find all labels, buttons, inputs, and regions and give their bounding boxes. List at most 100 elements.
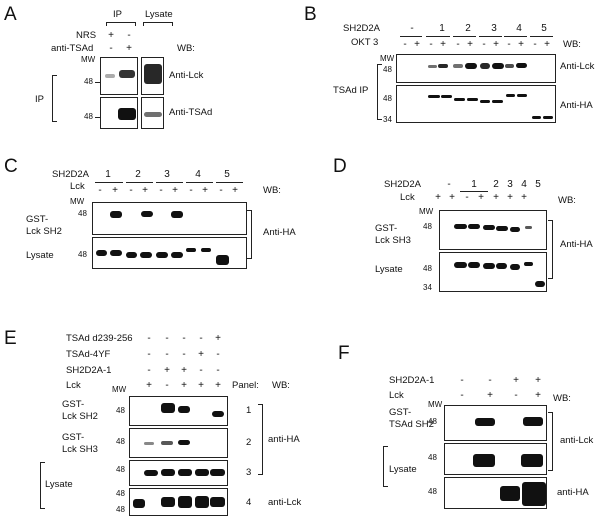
panel-c-lck-sign: + bbox=[232, 185, 238, 196]
panel-b-marker: 34 bbox=[383, 115, 392, 124]
panel-a-sign: + bbox=[108, 30, 114, 41]
panel-c-lck-sign: - bbox=[159, 185, 163, 196]
panel-d-lane: - bbox=[447, 179, 451, 190]
panel-a-mw: MW bbox=[81, 55, 96, 64]
panel-c-lane: 5 bbox=[224, 169, 230, 180]
panel-c-gst-line1: GST- bbox=[26, 214, 49, 225]
panel-d-lck-label: Lck bbox=[400, 192, 415, 203]
panel-e-sign: - bbox=[147, 349, 151, 360]
panel-a-blot-lysate-lck bbox=[141, 57, 164, 95]
panel-e-sign: - bbox=[147, 333, 151, 344]
panel-b-okt3-sign: - bbox=[507, 39, 511, 50]
panel-d-lck-sign: + bbox=[521, 192, 527, 203]
panel-e-gst-sh2-line1: GST- bbox=[62, 399, 85, 410]
panel-d-blot-gst bbox=[439, 210, 547, 250]
panel-e-panel-number: 1 bbox=[246, 405, 252, 416]
panel-b-sh2d2a-label: SH2D2A bbox=[343, 23, 380, 34]
panel-d-marker: 48 bbox=[423, 222, 432, 231]
panel-e-sign: + bbox=[215, 333, 221, 344]
panel-b-wb: WB: bbox=[563, 39, 581, 50]
panel-b-okt3-sign: + bbox=[518, 39, 524, 50]
panel-e-gst-sh2-line2: Lck SH2 bbox=[62, 411, 98, 422]
panel-e-sign: - bbox=[165, 380, 169, 391]
panel-d-antibody: Anti-HA bbox=[560, 239, 593, 250]
panel-c-lane: 2 bbox=[135, 169, 141, 180]
panel-e-sign: - bbox=[165, 349, 169, 360]
panel-b-okt3-sign: + bbox=[414, 39, 420, 50]
panel-b-lane: - bbox=[410, 23, 414, 34]
panel-b-okt3-sign: - bbox=[482, 39, 486, 50]
panel-b-okt3-sign: + bbox=[467, 39, 473, 50]
panel-f-antibody-lck: anti-Lck bbox=[560, 435, 594, 446]
panel-d-lck-sign: + bbox=[493, 192, 499, 203]
panel-b-marker: 48 bbox=[383, 94, 392, 103]
panel-e-sign: - bbox=[199, 333, 203, 344]
panel-f-marker: 48 bbox=[428, 487, 437, 496]
panel-e-row-label: TSAd d239-256 bbox=[66, 333, 133, 344]
panel-b-okt3-sign: + bbox=[493, 39, 499, 50]
panel-e-sign: - bbox=[182, 333, 186, 344]
panel-b-blot-label-lck: Anti-Lck bbox=[560, 61, 595, 72]
panel-b-blot-ha bbox=[396, 85, 556, 123]
panel-b-lane: 3 bbox=[491, 23, 497, 34]
panel-d-gst-line1: GST- bbox=[375, 223, 398, 234]
panel-e-sign: + bbox=[198, 380, 204, 391]
panel-c-lck-sign: + bbox=[112, 185, 118, 196]
panel-e-row-label: TSAd-4YF bbox=[66, 349, 111, 360]
panel-f-mw: MW bbox=[428, 400, 443, 409]
panel-f-letter: F bbox=[338, 343, 350, 364]
panel-c-lck-sign: - bbox=[189, 185, 193, 196]
panel-e-panel-number: 3 bbox=[246, 467, 252, 478]
panel-e-marker: 48 bbox=[116, 437, 125, 446]
panel-d-lysate-label: Lysate bbox=[375, 264, 403, 275]
panel-f-sign: + bbox=[535, 390, 541, 401]
panel-c-wb: WB: bbox=[263, 185, 281, 196]
panel-c-blot-gst bbox=[92, 202, 247, 235]
panel-a-blot-label-lck: Anti-Lck bbox=[169, 70, 204, 81]
panel-d-marker: 48 bbox=[423, 264, 432, 273]
panel-d-lane: 3 bbox=[507, 179, 513, 190]
panel-a-row-anti-tsad: anti-TSAd bbox=[51, 43, 94, 54]
panel-e-blot-2 bbox=[129, 428, 228, 458]
panel-a-sign: - bbox=[127, 30, 131, 41]
panel-e-sign: - bbox=[199, 365, 203, 376]
panel-e-marker: 48 bbox=[116, 505, 125, 514]
panel-f-sign: - bbox=[460, 375, 464, 386]
panel-f-row-label: SH2D2A-1 bbox=[389, 375, 435, 386]
panel-e-sign: + bbox=[215, 380, 221, 391]
panel-e-sign: - bbox=[182, 349, 186, 360]
panel-f-gst-line2: TSAd SH2 bbox=[389, 419, 434, 430]
panel-c-sh2d2a-label: SH2D2A bbox=[52, 169, 89, 180]
panel-b-okt3-sign: + bbox=[440, 39, 446, 50]
panel-b-okt3-sign: - bbox=[429, 39, 433, 50]
panel-b-okt3-sign: - bbox=[533, 39, 537, 50]
panel-e-sign: + bbox=[164, 365, 170, 376]
panel-f-sign: - bbox=[514, 390, 518, 401]
panel-e-panel-number: 4 bbox=[246, 497, 252, 508]
panel-c-lck-sign: - bbox=[129, 185, 133, 196]
panel-f-sign: - bbox=[488, 375, 492, 386]
panel-d-lck-sign: + bbox=[449, 192, 455, 203]
panel-e-wb: WB: bbox=[272, 380, 290, 391]
panel-e-panel-number: 2 bbox=[246, 437, 252, 448]
panel-a-blot-lysate-tsad bbox=[141, 97, 164, 129]
panel-f-sign: + bbox=[513, 375, 519, 386]
panel-f-sign: + bbox=[535, 375, 541, 386]
panel-e-sign: + bbox=[181, 380, 187, 391]
panel-b-okt3-sign: - bbox=[403, 39, 407, 50]
panel-d-lane: 5 bbox=[535, 179, 541, 190]
panel-e-sign: - bbox=[147, 365, 151, 376]
panel-e-sign: - bbox=[165, 333, 169, 344]
panel-e-sign: - bbox=[216, 349, 220, 360]
panel-e-blot-3 bbox=[129, 460, 228, 486]
panel-e-letter: E bbox=[4, 328, 17, 349]
panel-b-marker: 48 bbox=[383, 65, 392, 74]
panel-a-header-ip: IP bbox=[113, 9, 122, 20]
panel-c-letter: C bbox=[4, 156, 18, 177]
panel-f-sign: + bbox=[487, 390, 493, 401]
panel-a-marker: 48 bbox=[84, 77, 93, 86]
panel-e-lysate-label: Lysate bbox=[45, 479, 73, 490]
panel-e-row-label: Lck bbox=[66, 380, 81, 391]
panel-e-sign: + bbox=[198, 349, 204, 360]
panel-f-blot-gst bbox=[444, 405, 547, 441]
